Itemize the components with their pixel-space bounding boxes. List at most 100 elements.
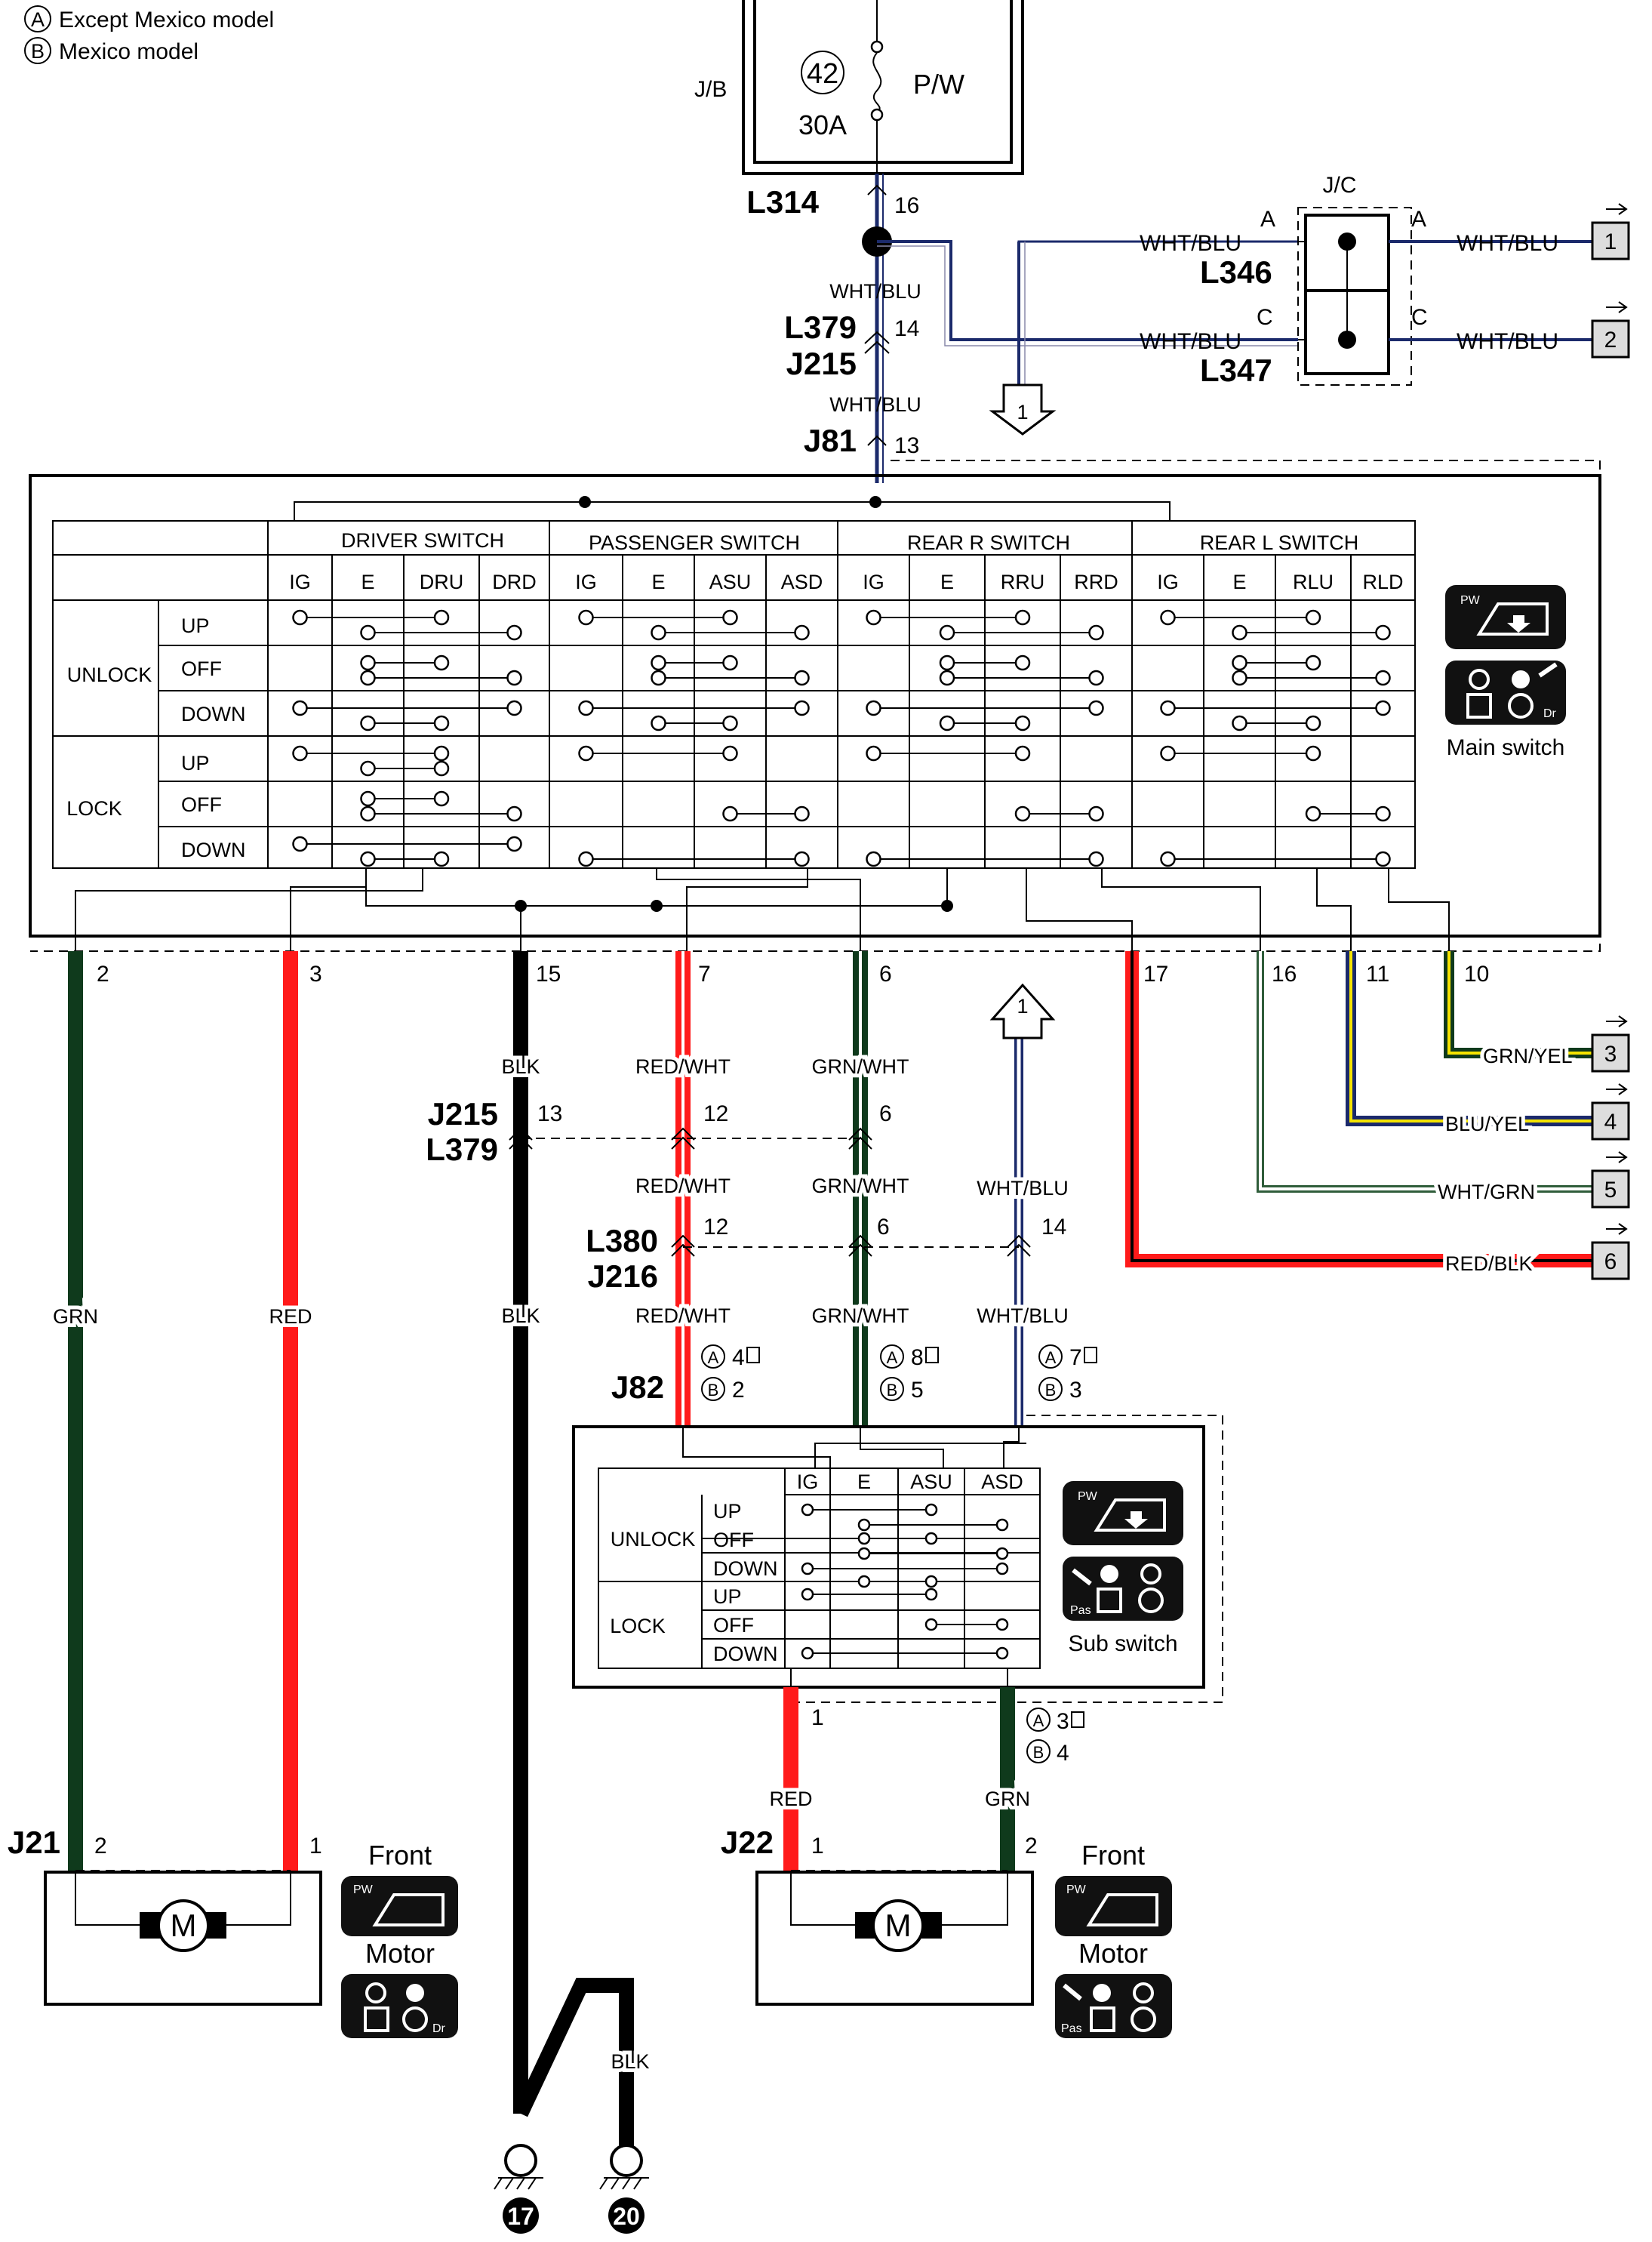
ref-box-1 (1591, 221, 1630, 260)
wire-label-grn-yel: GRN/YEL (1483, 1045, 1573, 1067)
main-contact (722, 805, 810, 822)
ref-boxes-right: 3 4 5 6 (1591, 1015, 1630, 1280)
mode-lock: LOCK (66, 797, 122, 820)
main-switch-pw-icon: PW (1445, 585, 1566, 649)
wire-wht-grn (1257, 951, 1592, 1193)
main-contact (866, 700, 1104, 716)
main-pin-6: 6 (879, 962, 892, 987)
ref-1-label: 1 (1604, 229, 1617, 254)
j21-pin-1: 1 (309, 1834, 322, 1859)
main-contact (1232, 624, 1391, 641)
main-contact (939, 670, 1104, 686)
state-lock-down: DOWN (181, 839, 245, 861)
legend-b-text: Mexico model (59, 39, 198, 64)
sub-pas-text: Pas (1070, 1604, 1091, 1617)
wire-label-wht-blu-3: WHT/BLU (977, 1177, 1069, 1200)
front-driver-motor: J21 2 1 M Front PW Motor Dr (8, 1825, 458, 2038)
wire-label-wht-blu-jc2: WHT/BLU (1140, 329, 1241, 354)
motor-pw-text-1: PW (353, 1883, 374, 1896)
main-col-ig-12: IG (1157, 571, 1179, 593)
connector-J21: J21 (8, 1825, 60, 1860)
main-contact (578, 851, 810, 867)
ground-17: 17 (507, 2203, 534, 2230)
main-contact (1160, 700, 1391, 716)
sub-contact (801, 1646, 1009, 1660)
sub-a2-sym: A (1033, 1711, 1044, 1730)
wire-label-blk-2: BLK (501, 1304, 540, 1327)
main-col-rrd-11: RRD (1074, 571, 1118, 593)
main-pin-15: 15 (536, 962, 561, 987)
sub-contact (801, 1562, 1009, 1575)
main-contact (1160, 851, 1391, 867)
mode-unlock: UNLOCK (67, 664, 152, 686)
wire-label-grn-2: GRN (985, 1788, 1030, 1810)
grounds: BLK 17 20 (494, 1978, 654, 2234)
main-col-asu-6: ASU (709, 571, 752, 593)
state-unlock-down: DOWN (181, 703, 245, 725)
ref-3-label: 3 (1604, 1042, 1617, 1067)
sub-switch-title: Sub switch (1068, 1631, 1177, 1656)
j21-pin-2: 2 (94, 1834, 107, 1859)
connector-J81: J81 (804, 423, 857, 458)
wire-label-wht-blu-jc1: WHT/BLU (1140, 231, 1241, 256)
wire-label-blk-1: BLK (501, 1055, 540, 1078)
continuation-arrow-down (989, 383, 1057, 436)
wire-runs: GRN RED BLK BLK RED/WHT RED/WHT RED/WHT … (49, 951, 1630, 2114)
sub-state-lock-down: DOWN (713, 1643, 777, 1665)
sub-b2-sym: B (1033, 1743, 1044, 1762)
main-col-ig-0: IG (289, 571, 311, 593)
main-contact (1232, 654, 1321, 671)
main-contact (578, 745, 738, 762)
connector-L380: L380 (586, 1223, 658, 1258)
state-unlock-up: UP (181, 614, 210, 637)
group-passenger: PASSENGER SWITCH (589, 531, 800, 554)
main-pin-2: 2 (97, 962, 109, 987)
main-col-rlu-14: RLU (1293, 571, 1334, 593)
j82-pins: A 4 B 2 A 8 B 5 A 7 B 3 (701, 1344, 1097, 1403)
main-contact (651, 624, 810, 641)
sub-contact (857, 1575, 938, 1588)
arrow-up-ref: 1 (1017, 995, 1028, 1018)
wire-label-red: RED (269, 1305, 312, 1328)
j82-a3: 7 (1069, 1345, 1082, 1370)
top-wiring: 1 L314 16 WHT/BLU L379 J215 14 WHT/BLU J… (746, 174, 1298, 483)
wire-label-wht-blu-1: WHT/BLU (829, 280, 921, 303)
main-switch-title: Main switch (1447, 735, 1565, 760)
main-contact (292, 745, 450, 762)
sub-state-lock-up: UP (713, 1585, 742, 1608)
wire-label-blu-yel: BLU/YEL (1445, 1113, 1529, 1135)
wire-label-wht-grn: WHT/GRN (1438, 1181, 1535, 1203)
main-contact (292, 609, 450, 626)
j82-b3-sym: B (1045, 1381, 1057, 1400)
pin-J215-12: 12 (703, 1101, 728, 1126)
main-contact (1232, 715, 1321, 731)
jc-pin-c-right: C (1411, 305, 1428, 330)
main-contact (360, 715, 450, 731)
main-contact (360, 654, 450, 671)
inline-connectors: J215 L379 13 12 6 L380 J216 12 6 14 J82 … (426, 1096, 1097, 1405)
main-contact (292, 836, 522, 852)
main-col-e-1: E (361, 571, 374, 593)
main-col-ig-4: IG (575, 571, 597, 593)
motor-pw-icon-1 (341, 1876, 458, 1936)
sub-switch-passenger-icon: Pas (1063, 1557, 1183, 1621)
state-unlock-off: OFF (181, 658, 222, 680)
pw-text: PW (1460, 594, 1481, 607)
wire-label-blk-3: BLK (611, 2050, 649, 2073)
joint-connector: J/C A A C C WHT/BLU WHT/BLU L346 L347 WH… (1140, 173, 1630, 388)
main-switch-driver-icon: Dr (1445, 661, 1566, 725)
main-pin-3: 3 (309, 962, 322, 987)
motor-pas-text: Pas (1061, 2022, 1082, 2035)
sub-mode-lock: LOCK (610, 1615, 666, 1637)
pin-L379: 14 (894, 316, 919, 341)
wire-label-grn: GRN (53, 1305, 98, 1328)
pin-L380-14: 14 (1041, 1215, 1066, 1240)
main-contact (651, 654, 738, 671)
j22-pin-1: 1 (811, 1834, 824, 1859)
sub-state-unlock-up: UP (713, 1500, 742, 1523)
motor-passenger-icon (1055, 1974, 1172, 2038)
main-contact (360, 805, 522, 822)
main-contact (939, 624, 1104, 641)
jc-label: J/C (1323, 173, 1357, 198)
motor-symbol-2: M (885, 1908, 912, 1943)
